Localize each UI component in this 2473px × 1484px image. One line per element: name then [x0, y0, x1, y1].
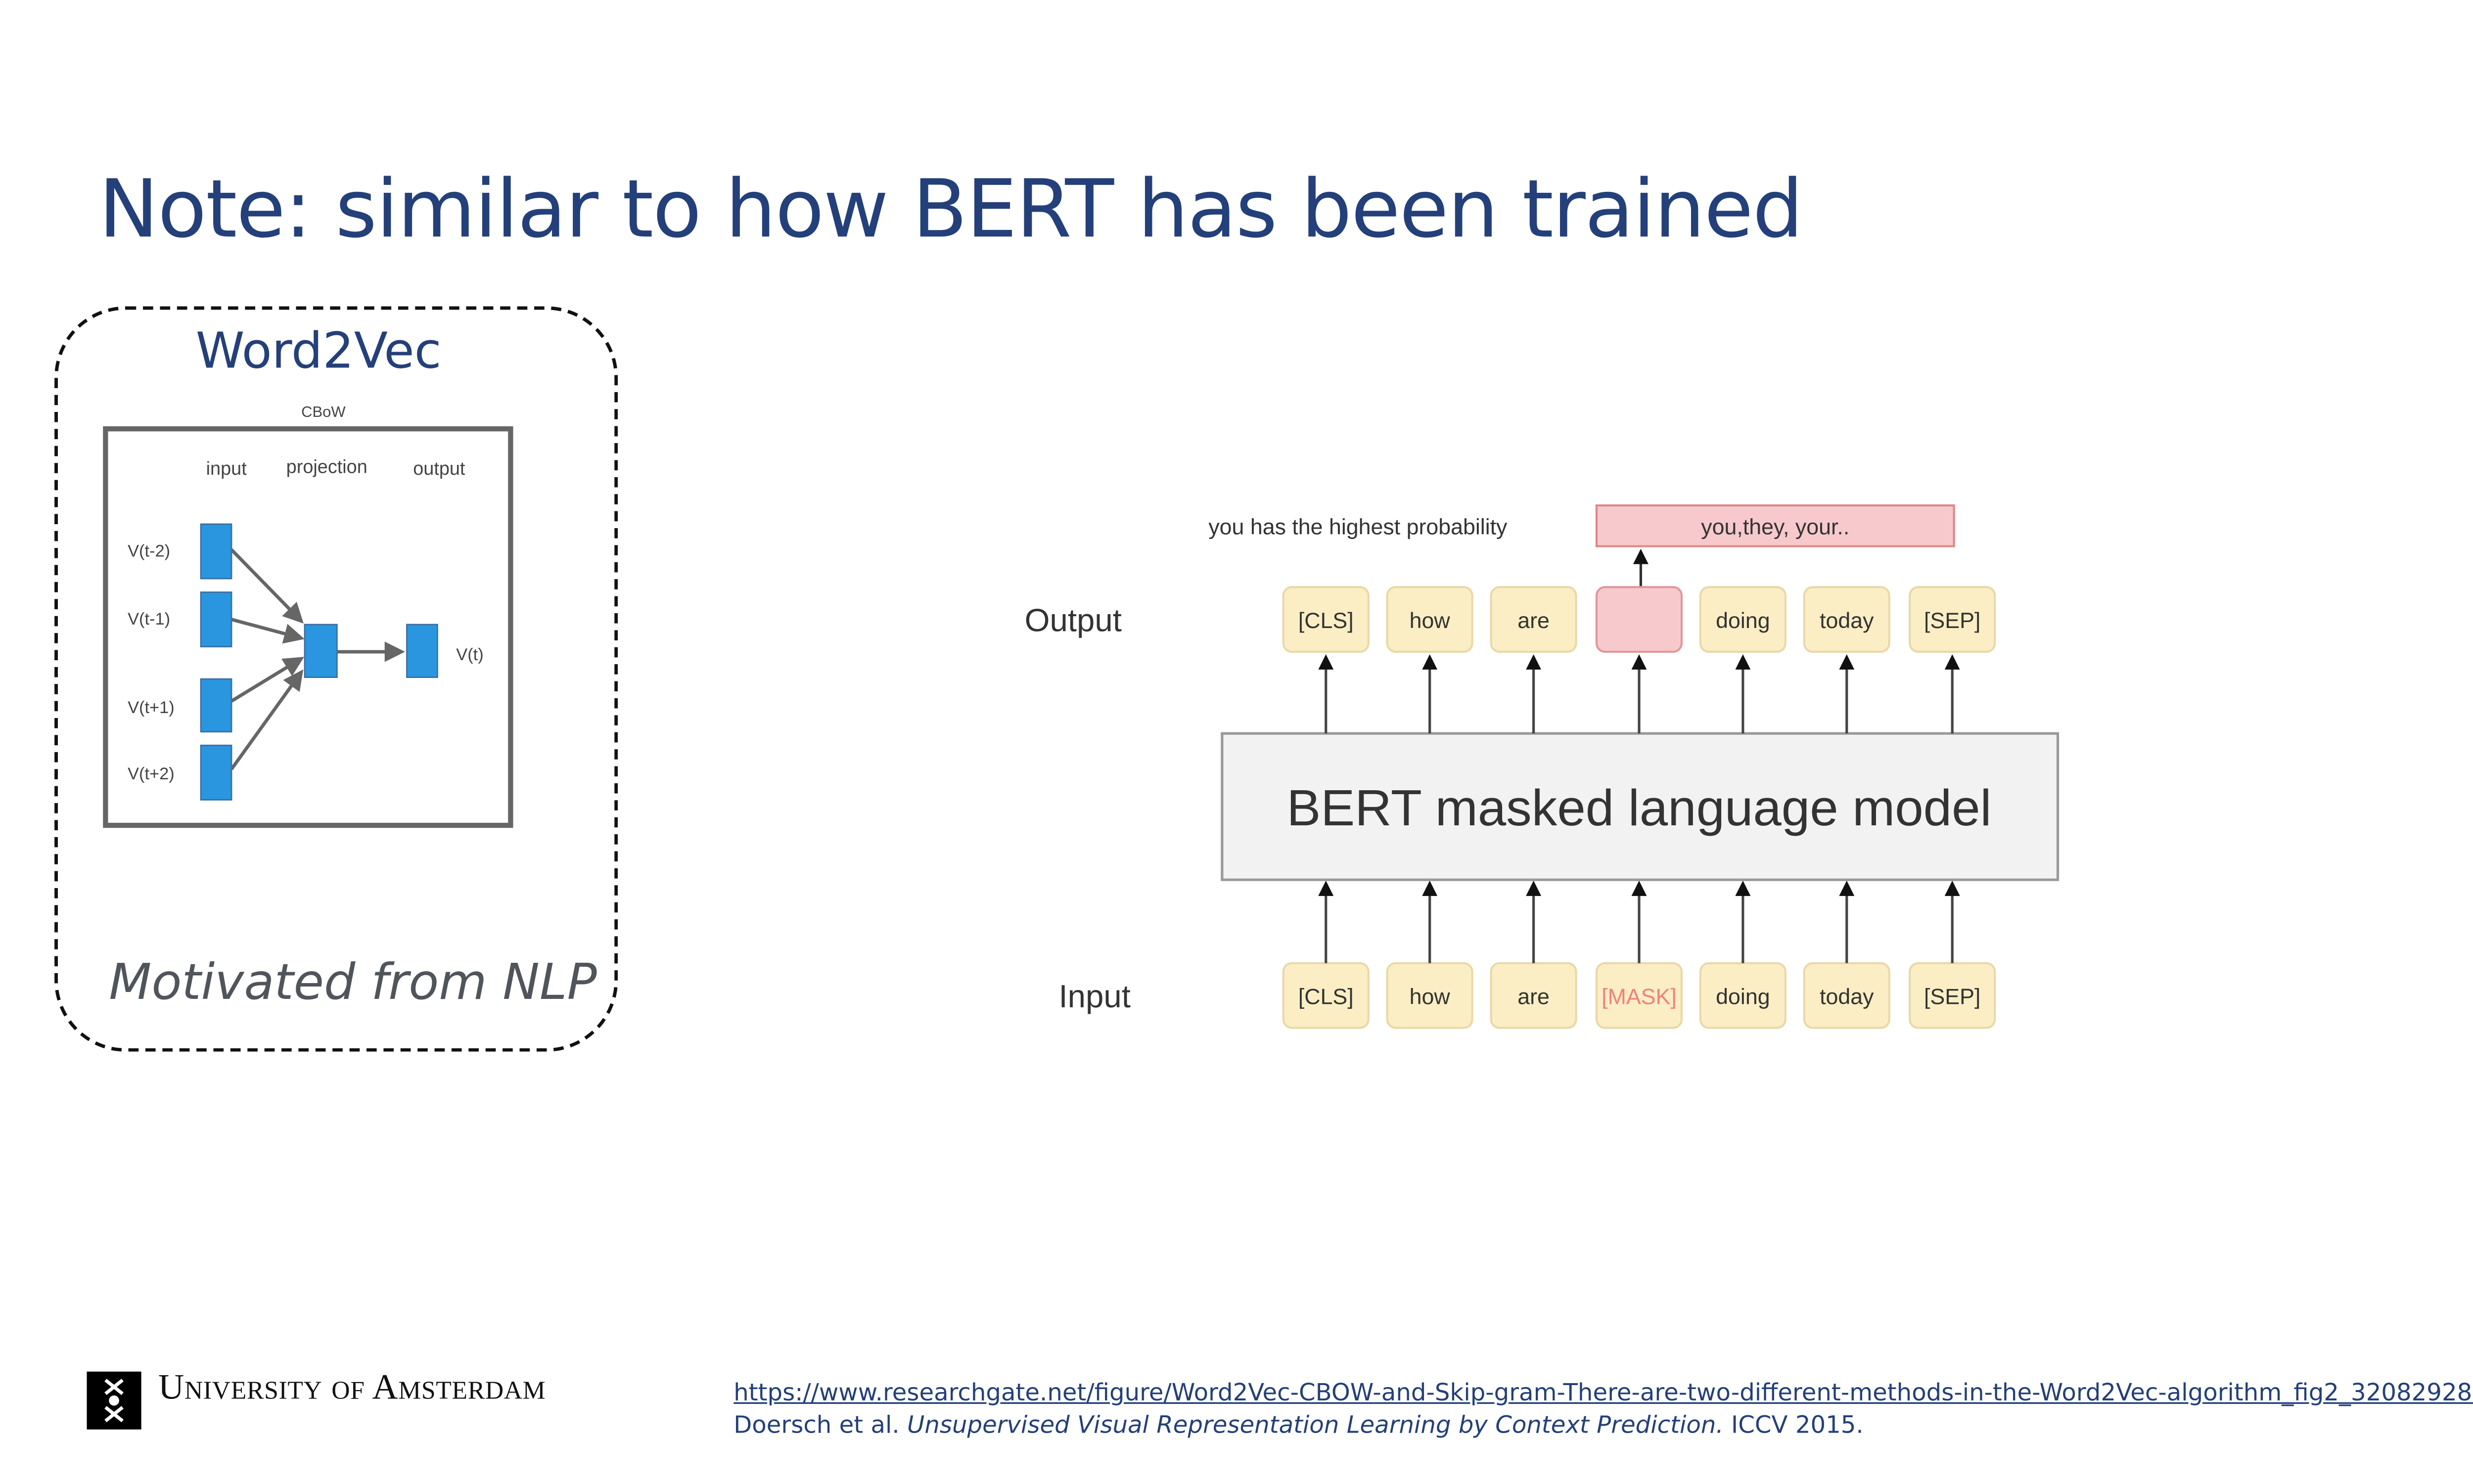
- prediction-box: [1595, 504, 1955, 547]
- arrow: [230, 657, 304, 703]
- bert-model-label: BERT masked language model: [1287, 779, 1992, 836]
- output-token: [1699, 586, 1786, 653]
- output-label: V(t): [456, 645, 483, 664]
- input-token-label: today: [1820, 985, 1874, 1009]
- column-projection: projection: [286, 457, 367, 478]
- arrow: [230, 548, 304, 624]
- input-label: V(t-1): [128, 610, 170, 629]
- citation-authors: Doersch et al.: [733, 1412, 908, 1440]
- citation-title: Unsupervised Visual Representation Learn…: [907, 1412, 1724, 1440]
- input-label: V(t-2): [128, 541, 170, 560]
- university-name: University of Amsterdam: [158, 1366, 546, 1407]
- input-token-label: are: [1517, 985, 1550, 1009]
- university-logo: [87, 1371, 141, 1430]
- word2vec-heading: Word2Vec: [195, 321, 442, 380]
- input-vector: [200, 744, 232, 801]
- output-token: [1386, 586, 1473, 653]
- input-vector: [200, 678, 232, 733]
- input-row-label: Input: [1058, 978, 1130, 1014]
- output-row-label: Output: [1025, 602, 1122, 638]
- output-token: [1909, 586, 1996, 653]
- arrow: [231, 618, 305, 644]
- input-token-label: doing: [1716, 985, 1770, 1009]
- input-token-label: how: [1410, 985, 1451, 1009]
- crest-icon: [104, 1379, 124, 1423]
- output-token-label: are: [1517, 609, 1550, 633]
- output-token: [1803, 586, 1890, 653]
- input-vector: [200, 523, 232, 580]
- citation: Doersch et al. Unsupervised Visual Repre…: [733, 1412, 1864, 1439]
- output-token-label: today: [1820, 609, 1874, 633]
- motivation-note: Motivated from NLP: [109, 953, 597, 1011]
- input-vector: [200, 591, 232, 648]
- input-token-label: [CLS]: [1298, 985, 1354, 1009]
- output-token-label: how: [1410, 609, 1451, 633]
- column-input: input: [206, 458, 247, 479]
- output-token: [1282, 586, 1370, 653]
- cbow-caption: CBoW: [301, 403, 346, 420]
- projection-vector: [304, 624, 338, 678]
- bert-model-box: [1221, 732, 2060, 881]
- input-label: V(t+1): [128, 698, 175, 717]
- probability-note: you has the highest probability: [1208, 515, 1508, 540]
- source-link[interactable]: https://www.researchgate.net/figure/Word…: [733, 1380, 2473, 1407]
- slide-title: Note: similar to how BERT has been train…: [98, 163, 1803, 257]
- input-token-label: [SEP]: [1924, 985, 1980, 1009]
- arrow: [230, 669, 304, 770]
- output-token: [1595, 586, 1683, 653]
- column-output: output: [413, 458, 465, 479]
- input-token-label: [MASK]: [1602, 985, 1677, 1009]
- prediction-text: you,they, your..: [1701, 515, 1849, 540]
- output-token-label: [SEP]: [1924, 609, 1980, 633]
- output-token-label: [CLS]: [1298, 609, 1354, 633]
- output-token: [1490, 586, 1577, 653]
- word2vec-panel: [54, 306, 618, 1052]
- output-token-label: doing: [1716, 609, 1770, 633]
- output-vector: [406, 624, 438, 678]
- citation-venue: ICCV 2015.: [1723, 1412, 1864, 1440]
- input-label: V(t+2): [128, 764, 175, 783]
